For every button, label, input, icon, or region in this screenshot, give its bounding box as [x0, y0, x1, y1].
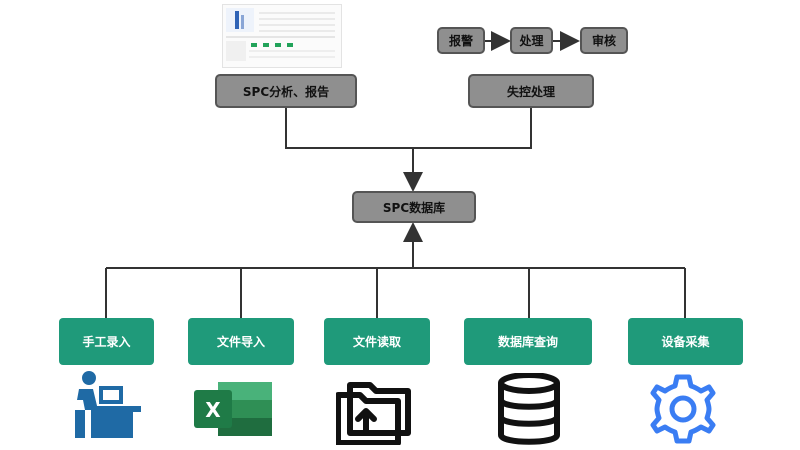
- flow-review-node: 审核: [580, 27, 628, 54]
- folder-upload-icon: [336, 382, 411, 445]
- flow-process-label: 处理: [519, 34, 544, 48]
- svg-text:X: X: [205, 398, 221, 422]
- source-device-collection-label: 设备采集: [661, 335, 710, 349]
- source-manual-entry-label: 手工录入: [82, 335, 131, 349]
- flow-alarm-label: 报警: [448, 34, 473, 48]
- spc-database-node: SPC数据库: [352, 191, 476, 223]
- source-file-read: 文件读取: [324, 318, 430, 365]
- spc-database-label: SPC数据库: [382, 200, 446, 215]
- spc-analysis-report-node: SPC分析、报告: [215, 74, 357, 108]
- source-database-query-label: 数据库查询: [497, 335, 558, 349]
- source-file-import-label: 文件导入: [216, 335, 265, 349]
- connector-analysis-to-db: [285, 108, 532, 149]
- gear-icon: [650, 374, 716, 444]
- excel-icon: X: [194, 382, 272, 436]
- source-manual-entry: 手工录入: [59, 318, 154, 365]
- thumbnail-image: [223, 5, 341, 67]
- spc-report-thumbnail: [222, 4, 342, 68]
- source-database-query: 数据库查询: [464, 318, 592, 365]
- source-device-collection: 设备采集: [628, 318, 743, 365]
- flow-alarm-node: 报警: [437, 27, 485, 54]
- source-file-import: 文件导入: [188, 318, 294, 365]
- database-icon: [498, 373, 560, 445]
- person-at-computer-icon: [75, 371, 141, 438]
- out-of-control-handling-node: 失控处理: [468, 74, 594, 108]
- source-file-read-label: 文件读取: [352, 335, 401, 349]
- out-of-control-handling-label: 失控处理: [506, 84, 555, 99]
- flow-process-node: 处理: [510, 27, 553, 54]
- spc-analysis-report-label: SPC分析、报告: [242, 84, 330, 99]
- flow-review-label: 审核: [591, 34, 616, 48]
